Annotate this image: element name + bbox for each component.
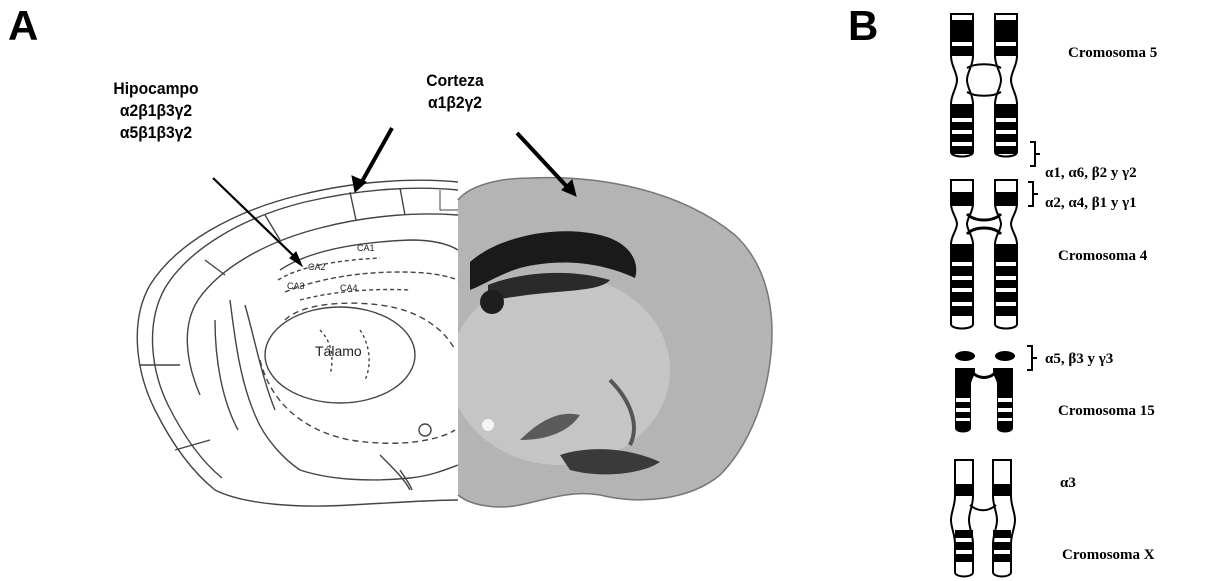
cortex-left-arrow-line <box>360 128 392 185</box>
chromosome-5 <box>951 14 1017 157</box>
thalamus-label: Tálamo <box>315 343 362 359</box>
ca2-label: CA2 <box>308 262 326 272</box>
atlas-drawing-left <box>137 180 458 506</box>
chromosome-15-genes: α5, β3 y γ3 <box>1045 350 1113 368</box>
ca3-label: CA3 <box>287 281 305 291</box>
chromosome-5-bracket <box>1030 142 1040 166</box>
panel-b-letter: B <box>848 2 877 50</box>
chromosome-15-bracket <box>1027 346 1037 370</box>
chromosome-5-genes: α1, α6, β2 y γ2 <box>1045 164 1137 182</box>
chromosome-4-bracket <box>1028 182 1038 206</box>
ca1-label: CA1 <box>357 243 375 253</box>
chromosome-x-genes: α3 <box>1060 474 1076 492</box>
chromosome-x <box>951 460 1015 577</box>
chromosome-5-name: Cromosoma 5 <box>1068 44 1157 62</box>
chromosome-4 <box>951 180 1017 329</box>
chromosome-15 <box>955 351 1015 433</box>
chromosome-4-genes: α2, α4, β1 y γ1 <box>1045 194 1137 212</box>
chromosome-4-name: Cromosoma 4 <box>1058 247 1147 265</box>
ca4-label: CA4 <box>340 283 358 293</box>
stained-section-right <box>440 160 790 520</box>
hippocampus-arrow-line <box>213 178 300 262</box>
chromosome-x-name: Cromosoma X <box>1062 546 1155 564</box>
chromosome-15-name: Cromosoma 15 <box>1058 402 1155 420</box>
